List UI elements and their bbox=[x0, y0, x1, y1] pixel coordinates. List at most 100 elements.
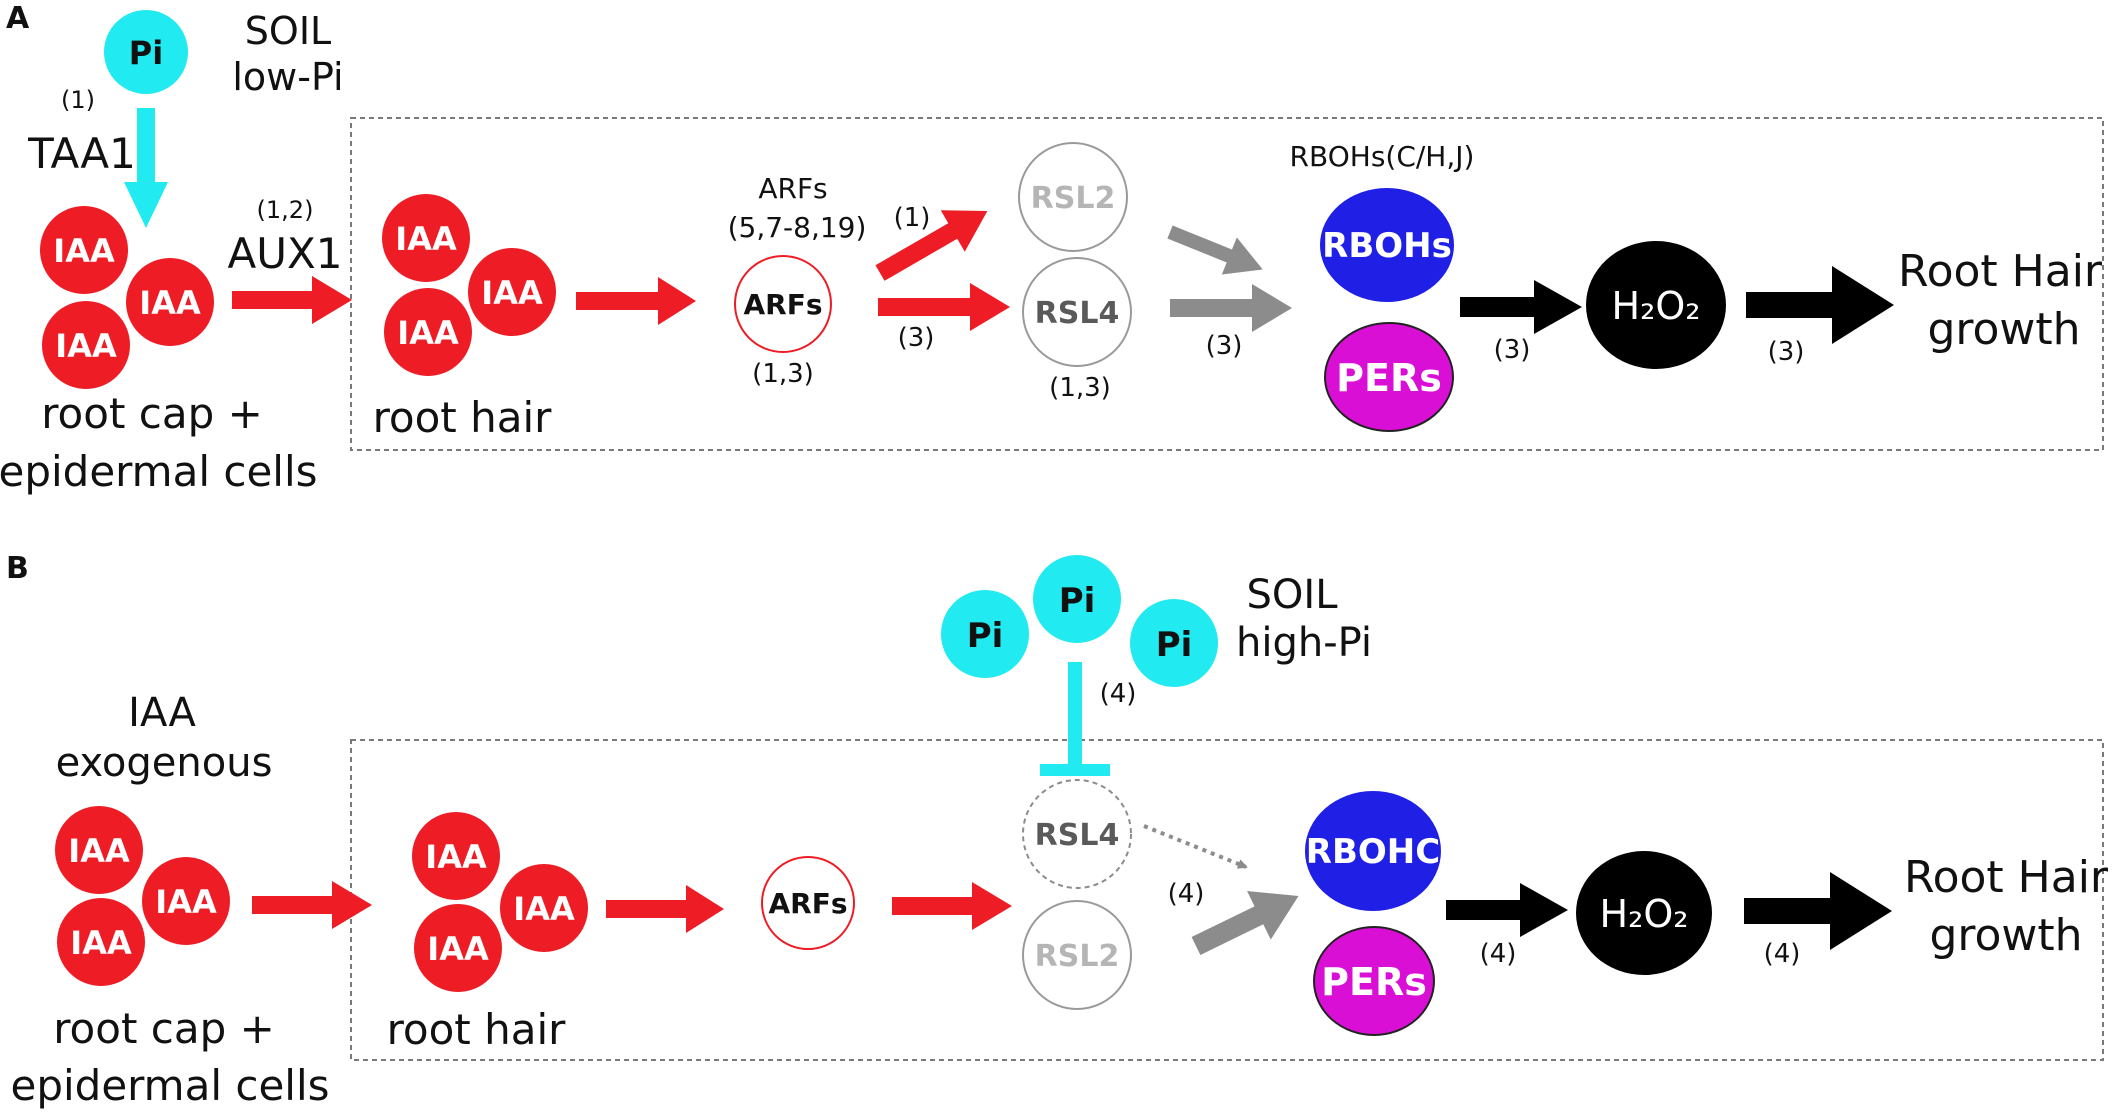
rsl4-label: RSL4 bbox=[1035, 818, 1120, 853]
pers-label: PERs bbox=[1321, 960, 1427, 1004]
root-hair-growth-label: Root Hair bbox=[1898, 246, 2103, 297]
pi-node bbox=[1130, 599, 1218, 687]
h2o2-arrow-reference: (4) bbox=[1480, 939, 1517, 969]
iaa-molecule bbox=[384, 288, 472, 376]
rsl4-reference: (1,3) bbox=[1049, 373, 1111, 403]
panel-a-letter: A bbox=[6, 1, 30, 36]
panel-b: B Pi Pi Pi SOIL high-Pi (4) IAA exogenou… bbox=[6, 551, 2109, 1110]
panel-b-root-hair-box bbox=[350, 739, 2104, 1061]
pi-node-label: Pi bbox=[1059, 581, 1096, 621]
soil-label: SOIL bbox=[1247, 572, 1339, 618]
root-hair-label: root hair bbox=[373, 393, 553, 442]
iaa-molecule bbox=[500, 864, 588, 952]
iaa-label: IAA bbox=[481, 274, 543, 312]
exogenous-iaa-arrow bbox=[252, 881, 372, 929]
taa1-reference: (1) bbox=[61, 86, 95, 114]
iaa-label: IAA bbox=[397, 314, 459, 352]
pi-node-label: Pi bbox=[1156, 625, 1193, 665]
rbohc-to-h2o2-arrow bbox=[1446, 883, 1568, 937]
pi-node bbox=[104, 10, 188, 94]
growth-arrow-reference: (4) bbox=[1764, 939, 1801, 969]
arfs-title: ARFs bbox=[758, 172, 827, 205]
aux1-arrow bbox=[232, 276, 352, 324]
arfs-to-rsl-arrow bbox=[892, 882, 1012, 930]
arfs-to-rsl2-arrow bbox=[875, 210, 988, 281]
h2o2-to-growth-arrow bbox=[1746, 266, 1894, 344]
iaa-molecule bbox=[142, 857, 230, 945]
iaa-label: IAA bbox=[395, 220, 457, 258]
h2o2-node bbox=[1586, 241, 1726, 369]
iaa-cluster-root-hair: IAA IAA IAA bbox=[382, 194, 556, 376]
iaa-to-arfs-arrow bbox=[606, 885, 724, 933]
growth-label: growth bbox=[1927, 304, 2080, 355]
iaa-label: IAA bbox=[70, 924, 132, 962]
rsl2-label: RSL2 bbox=[1035, 939, 1120, 974]
rbohs-node bbox=[1320, 188, 1454, 302]
soil-label: SOIL bbox=[245, 9, 331, 53]
pi-node-label: Pi bbox=[129, 34, 163, 72]
arfs-node-label: ARFs bbox=[768, 887, 847, 920]
rsl4-node bbox=[1022, 257, 1132, 367]
pers-node bbox=[1313, 926, 1435, 1036]
rbohs-label: RBOHs bbox=[1322, 226, 1452, 266]
rbohs-arrow-reference: (3) bbox=[1206, 331, 1243, 361]
h2o2-to-growth-arrow bbox=[1744, 872, 1892, 950]
arfs-reference: (1,3) bbox=[752, 359, 814, 389]
panel-b-letter: B bbox=[6, 551, 29, 586]
soil-condition: low-Pi bbox=[232, 55, 343, 99]
rsl2-arrow-reference: (1) bbox=[894, 203, 931, 233]
iaa-molecule bbox=[468, 248, 556, 336]
rbohs-title: RBOHs(C/H,J) bbox=[1290, 140, 1475, 173]
iaa-molecule bbox=[40, 206, 128, 294]
rsl4-arrow-reference: (3) bbox=[898, 323, 935, 353]
root-cap-label: root cap + bbox=[53, 1004, 275, 1053]
arfs-to-rsl4-arrow bbox=[878, 283, 1010, 331]
taa1-label: TAA1 bbox=[27, 129, 136, 178]
arfs-node bbox=[761, 856, 855, 950]
iaa-label: IAA bbox=[427, 930, 489, 968]
iaa-cluster-root-cap: IAA IAA IAA bbox=[55, 806, 230, 986]
h2o2-label: H₂O₂ bbox=[1600, 892, 1689, 936]
rsl2-node bbox=[1022, 900, 1132, 1010]
rsl4-node bbox=[1022, 779, 1132, 889]
inhibit-reference: (4) bbox=[1100, 679, 1137, 709]
rbohc-label: RBOHC bbox=[1306, 832, 1440, 872]
iaa-label: IAA bbox=[513, 890, 575, 928]
iaa-label: IAA bbox=[55, 327, 117, 365]
pi-inhibits-rsl4 bbox=[1040, 662, 1110, 776]
iaa-molecule bbox=[55, 806, 143, 894]
aux1-reference: (1,2) bbox=[257, 196, 314, 224]
rsl2-label: RSL2 bbox=[1031, 181, 1116, 216]
h2o2-label: H₂O₂ bbox=[1612, 284, 1701, 328]
root-hair-label: root hair bbox=[387, 1005, 567, 1054]
pi-node-label: Pi bbox=[967, 616, 1004, 656]
iaa-label: IAA bbox=[155, 883, 217, 921]
arfs-node-label: ARFs bbox=[743, 288, 822, 321]
iaa-molecule bbox=[57, 898, 145, 986]
iaa-cluster-root-hair: IAA IAA IAA bbox=[412, 812, 588, 992]
panel-a-root-hair-box bbox=[350, 117, 2104, 451]
panel-a: A Pi SOIL low-Pi (1) TAA1 IAA IAA IAA (1… bbox=[0, 1, 2104, 496]
epidermal-cells-label: epidermal cells bbox=[10, 1061, 329, 1110]
iaa-label: IAA bbox=[53, 232, 115, 270]
pers-node bbox=[1324, 322, 1454, 432]
arfs-subtitle: (5,7-8,19) bbox=[728, 211, 867, 244]
iaa-molecule bbox=[42, 301, 130, 389]
rbohc-node bbox=[1305, 791, 1441, 911]
pi-node bbox=[941, 590, 1029, 678]
iaa-molecule bbox=[126, 258, 214, 346]
iaa-cluster-root-cap: IAA IAA IAA bbox=[40, 206, 214, 389]
iaa-label: IAA bbox=[68, 832, 130, 870]
rbohs-to-h2o2-arrow bbox=[1460, 280, 1582, 334]
iaa-exogenous-label: IAA bbox=[128, 690, 196, 736]
exogenous-label: exogenous bbox=[56, 740, 273, 786]
rsl4-to-rbohs-arrow bbox=[1170, 284, 1292, 332]
rsl2-node bbox=[1018, 142, 1128, 252]
aux1-label: AUX1 bbox=[228, 229, 343, 278]
iaa-label: IAA bbox=[139, 284, 201, 322]
epidermal-cells-label: epidermal cells bbox=[0, 447, 318, 496]
iaa-molecule bbox=[412, 812, 500, 900]
arfs-node bbox=[734, 255, 832, 353]
rsl4-to-rbohc-dotted-arrow bbox=[1143, 824, 1248, 869]
